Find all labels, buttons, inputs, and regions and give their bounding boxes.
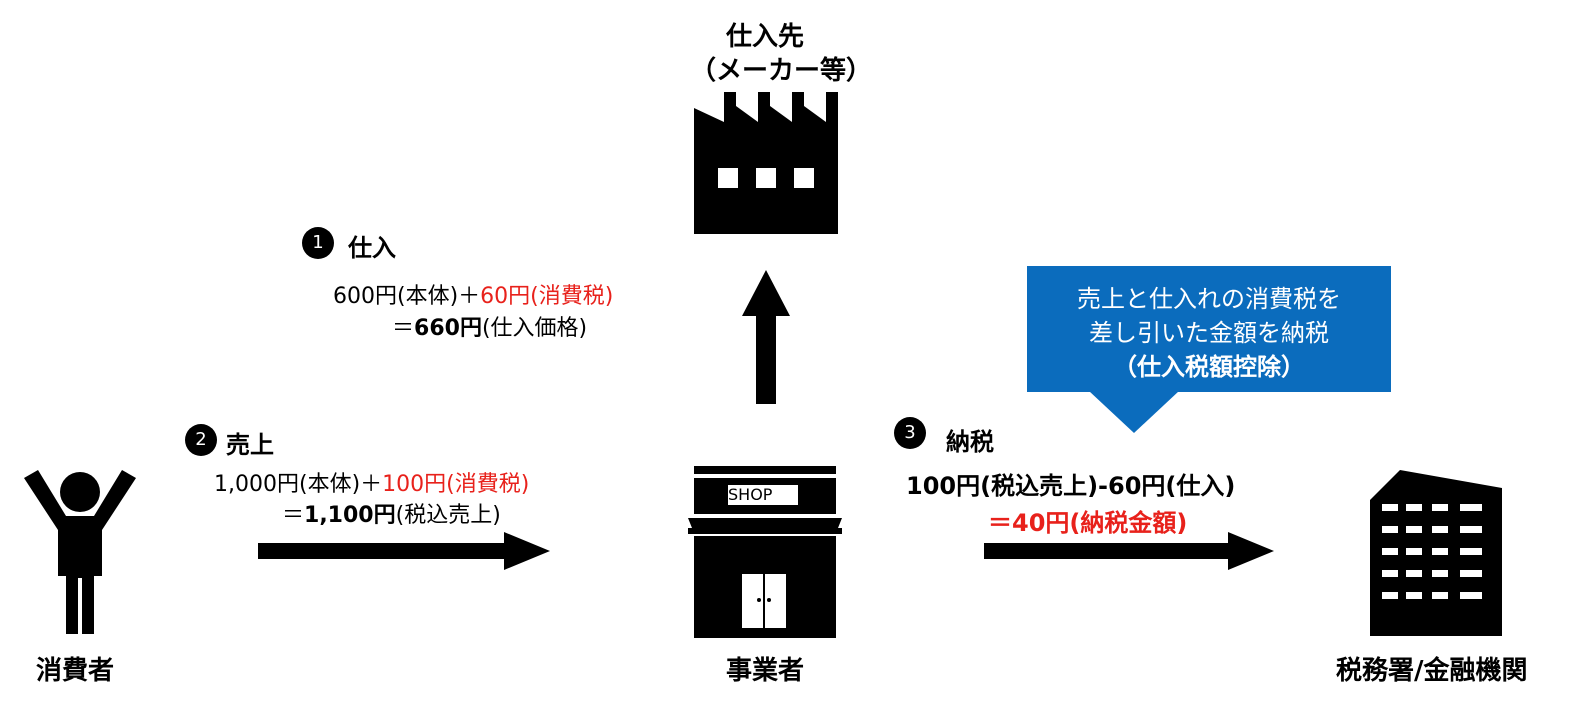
- step3-line1: 100円(税込売上)-60円(仕入): [906, 472, 1236, 500]
- callout-line2: 差し引いた金額を納税: [1089, 319, 1329, 347]
- person-icon: [24, 470, 136, 634]
- step1-line2: ＝660円(仕入価格): [392, 310, 587, 342]
- step2-line1-base: 1,000円(本体)＋: [214, 472, 383, 497]
- shop-icon: [688, 466, 842, 638]
- step3-title: 納税: [946, 428, 994, 456]
- callout-line1: 売上と仕入れの消費税を: [1077, 285, 1341, 313]
- factory-icon: [694, 92, 838, 234]
- step2-line1-tax: 100円(消費税): [382, 472, 530, 497]
- step2-line2-eq: ＝: [282, 503, 305, 528]
- step1-line1: 600円(本体)＋60円(消費税): [333, 278, 613, 310]
- step2-line2-value: 1,100円: [304, 503, 396, 528]
- sales-arrow: [258, 532, 550, 570]
- building-icon: [1370, 470, 1502, 636]
- supplier-label: 仕入先 （メーカー等）: [690, 20, 873, 88]
- tax-office-label: 税務署/金融機関: [1336, 656, 1528, 686]
- tax-payment-arrow: [984, 532, 1274, 570]
- business-label: 事業者: [726, 656, 805, 686]
- tax-credit-callout: 売上と仕入れの消費税を 差し引いた金額を納税 （仕入税額控除）: [1027, 266, 1391, 392]
- step1-line2-value: 660円: [414, 316, 482, 341]
- supplier-label-line1: 仕入先: [725, 22, 804, 52]
- consumer-label: 消費者: [36, 656, 115, 686]
- step2-title: 売上: [226, 431, 274, 459]
- callout-line3: （仕入税額控除）: [1113, 353, 1305, 381]
- step2-line2: ＝1,100円(税込売上): [282, 497, 501, 529]
- supplier-label-line2: （メーカー等）: [690, 56, 873, 86]
- step2-line2-note: (税込売上): [395, 503, 501, 528]
- step1-title: 仕入: [348, 234, 396, 262]
- shop-sign: SHOP: [728, 485, 773, 504]
- callout-tail: [1089, 391, 1179, 433]
- step1-line1-base: 600円(本体)＋: [333, 284, 481, 309]
- step3-line2: ＝40円(納税金額): [988, 509, 1188, 537]
- step2-badge: 2: [185, 424, 217, 456]
- step3-badge: 3: [894, 417, 926, 449]
- purchase-arrow: [742, 270, 790, 404]
- step2-line1: 1,000円(本体)＋100円(消費税): [214, 466, 529, 498]
- step1-line2-note: (仕入価格): [481, 316, 588, 341]
- step1-badge: 1: [302, 227, 334, 259]
- step1-line1-tax: 60円(消費税): [480, 284, 614, 309]
- step1-line2-eq: ＝: [392, 316, 415, 341]
